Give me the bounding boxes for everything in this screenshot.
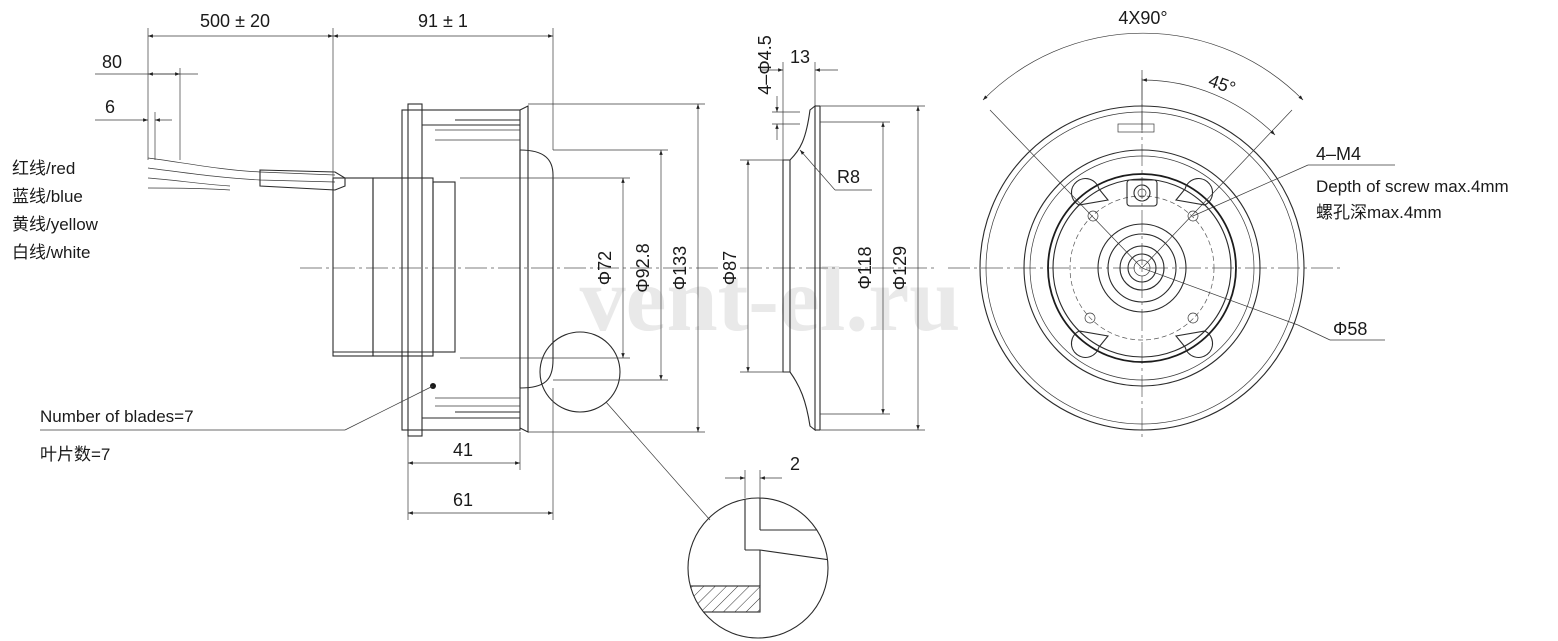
dim-angle-45: 45°	[1206, 70, 1238, 98]
dim-dia-133: Φ133	[670, 246, 690, 290]
detail-marker-circle	[539, 331, 621, 413]
note-blades-cn: 叶片数=7	[40, 445, 110, 464]
dim-angle-4x90: 4X90°	[1118, 8, 1167, 28]
dim-strip-80: 80	[102, 52, 122, 72]
dim-dia-58: Φ58	[1333, 319, 1367, 339]
motor-rotor	[332, 177, 374, 357]
wire-label-white: 白线/white	[12, 243, 90, 262]
side-view: 500 ± 20 91 ± 1 80 6 Φ72 Φ92.8 Φ133 41	[40, 11, 720, 521]
cable-gland	[1126, 179, 1158, 207]
hub	[1097, 223, 1187, 313]
dim-radius-r8: R8	[837, 167, 860, 187]
dim-width-61: 61	[453, 490, 473, 510]
wire-labels: 红线/red 蓝线/blue 黄线/yellow 白线/white	[12, 159, 99, 262]
wire-label-yellow: 黄线/yellow	[12, 215, 99, 234]
screw-holes	[1070, 178, 1214, 358]
note-screw-depth-en: Depth of screw max.4mm	[1316, 177, 1509, 196]
dim-motor-length: 91 ± 1	[418, 11, 468, 31]
impeller	[401, 103, 554, 437]
dim-detail-2: 2	[790, 454, 800, 474]
dim-dia-92-8: Φ92.8	[633, 243, 653, 292]
watermark: vent-el.ru	[580, 248, 961, 350]
motor-flange	[1047, 173, 1237, 363]
front-view: 4X90° 45° 4–M4 Depth of screw max.4mm 螺孔…	[948, 8, 1509, 438]
dim-width-41: 41	[453, 440, 473, 460]
dim-dia-118: Φ118	[855, 246, 875, 289]
dim-screw-m4: 4–M4	[1316, 144, 1361, 164]
dim-dia-129: Φ129	[890, 246, 910, 290]
wire-label-blue: 蓝线/blue	[12, 187, 83, 206]
cable	[147, 157, 346, 191]
dim-cable-length: 500 ± 20	[200, 11, 270, 31]
note-blades-en: Number of blades=7	[40, 407, 194, 426]
dim-dia-87: Φ87	[720, 251, 740, 285]
detail-view: 2	[687, 454, 829, 639]
dim-mount-holes: 4–Φ4.5	[755, 35, 775, 94]
wire-label-red: 红线/red	[12, 159, 75, 178]
detail-circle	[687, 497, 829, 639]
dim-strip-6: 6	[105, 97, 115, 117]
dim-flange-13: 13	[790, 47, 810, 67]
note-screw-depth-cn: 螺孔深max.4mm	[1316, 203, 1442, 222]
dim-dia-72: Φ72	[595, 251, 615, 285]
motor-body	[372, 177, 434, 357]
inlet-ring-view: 13 4–Φ4.5 R8 Φ87 Φ118 Φ129	[720, 35, 935, 432]
